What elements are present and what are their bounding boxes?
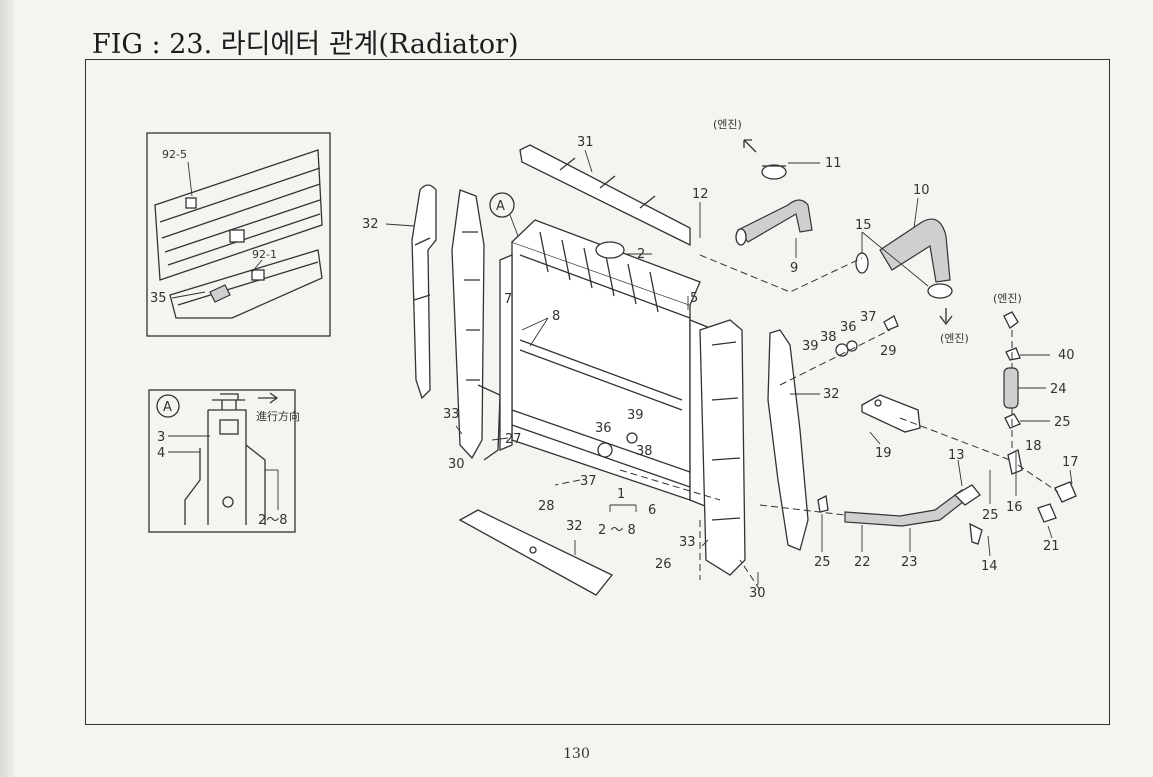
part-shroud-right [767,329,809,551]
inset-label-92-1: 92-1 [252,248,277,261]
label-30-left: 30 [448,457,465,472]
page-binding-edge [0,0,14,777]
label-9: 9 [790,261,798,276]
callout-a-label: A [496,199,505,214]
diagram-frame [85,59,1110,725]
label-31: 31 [577,135,594,150]
part-shroud-bottom [458,509,614,596]
part-right-frame [699,319,746,576]
label-38-right: 38 [820,330,837,345]
inset-label-3: 3 [157,430,165,445]
inset-callout-a: A [163,400,172,415]
label-23: 23 [901,555,918,570]
label-32-bottom: 32 [566,519,583,534]
part-hose-24 [1003,367,1019,409]
arrow-to-engine-lower-icon [939,308,953,326]
label-33-left: 33 [443,407,460,422]
label-8: 8 [552,309,560,324]
inset-label-2-8: 2～8 [258,513,288,528]
label-26: 26 [655,557,672,572]
label-28: 28 [538,499,555,514]
label-17: 17 [1062,455,1079,470]
part-side-bracket [451,189,501,461]
label-5: 5 [690,291,698,306]
part-drain-hose [844,484,981,527]
inset-detail-a: A 3 4 2～8 進行方向 [148,389,300,533]
inset-label-92-5: 92-5 [162,148,187,161]
connection-lines [554,254,1059,591]
inset-label-4: 4 [157,446,165,461]
page-number: 130 [563,746,590,762]
leader-lines [385,149,1073,585]
direction-arrow-icon [258,392,279,404]
label-25-right: 25 [1054,415,1071,430]
label-21: 21 [1043,539,1060,554]
label-25-bottom: 25 [814,555,831,570]
label-24: 24 [1050,382,1067,397]
direction-label: 進行方向 [256,409,300,423]
label-6: 6 [648,503,656,518]
label-33-bottom: 33 [679,535,696,550]
label-38-mid: 38 [636,444,653,459]
part-shroud-left [411,184,437,400]
part-lower-hose [855,218,953,299]
inset-label-35: 35 [150,291,167,306]
label-36-right: 36 [840,320,857,335]
part-top-seal [519,144,691,247]
label-37-mid: 37 [580,474,597,489]
part-small-fittings [597,311,1077,545]
inset-panel-detail: 92-5 92-1 35 [146,132,331,337]
label-29: 29 [880,344,897,359]
callout-a-circle [489,192,515,218]
engine-label-right: (엔진) [993,292,1022,305]
part-upper-hose [735,164,813,246]
label-36-mid: 36 [595,421,612,436]
label-32-left: 32 [362,217,379,232]
label-18: 18 [1025,439,1042,454]
label-2-8: 2 ～ 8 [598,523,636,538]
label-14: 14 [981,559,998,574]
label-27: 27 [505,432,522,447]
part-radiator-core [499,219,716,511]
label-39-mid: 39 [627,408,644,423]
arrow-to-engine-upper-icon [743,139,757,153]
label-39-right: 39 [802,339,819,354]
label-2: 2 [637,247,645,262]
label-15: 15 [855,218,872,233]
label-40: 40 [1058,348,1075,363]
label-7: 7 [504,292,512,307]
label-37-right: 37 [860,310,877,325]
label-13: 13 [948,448,965,463]
label-19: 19 [875,446,892,461]
label-32-right: 32 [823,387,840,402]
label-30-bottom: 30 [749,586,766,601]
label-12: 12 [692,187,709,202]
part-number-labels: 31 12 11 10 9 15 32 2 5 7 8 37 36 38 39 … [362,135,1079,601]
part-bracket-19 [861,394,921,433]
figure-title: FIG : 23. 라디에터 관계(Radiator) [92,29,519,60]
label-1: 1 [617,487,625,502]
label-10: 10 [913,183,930,198]
label-11: 11 [825,156,842,171]
engine-label-middle: (엔진) [940,332,969,345]
label-22: 22 [854,555,871,570]
label-25-mid: 25 [982,508,999,523]
engine-label-top: (엔진) [713,118,742,131]
label-16: 16 [1006,500,1023,515]
